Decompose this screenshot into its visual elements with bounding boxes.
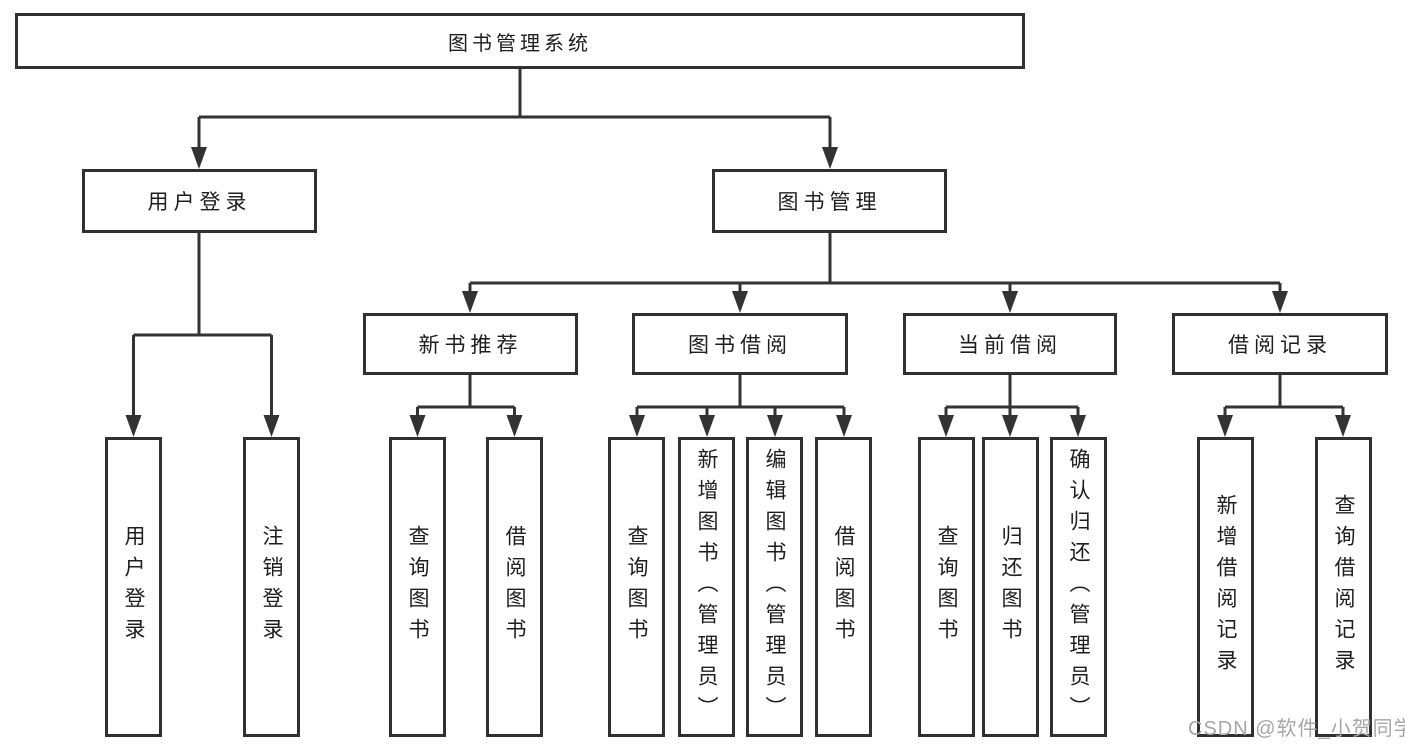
node-book-management: 图书管理 (712, 169, 947, 233)
leaf-label: 查询借阅记录 (1332, 494, 1355, 680)
leaf-label: 确认归还（管理员） (1067, 447, 1090, 727)
connector-root-to-level2 (197, 69, 832, 151)
arrow-down-icon (1002, 415, 1018, 437)
leaf-label: 查询图书 (625, 525, 648, 649)
arrow-down-icon (938, 415, 954, 437)
arrow-down-icon (263, 415, 280, 437)
leaf-label: 查询图书 (406, 525, 429, 649)
leaf-label: 新增图书（管理员） (695, 447, 718, 727)
leaf-cb-confirm-return-admin: 确认归还（管理员） (1050, 437, 1107, 737)
arrow-down-icon (1272, 291, 1288, 313)
node-label: 用户登录 (147, 191, 252, 214)
arrow-down-icon (409, 415, 426, 437)
connector-current-borrow-children (944, 375, 1080, 419)
node-label: 当前借阅 (958, 334, 1062, 357)
connector-book-mgmt-children (468, 233, 1282, 295)
node-book-borrow: 图书借阅 (632, 313, 848, 375)
arrow-down-icon (836, 415, 852, 437)
node-label: 图书借阅 (688, 334, 792, 357)
arrow-down-icon (822, 147, 838, 169)
csdn-watermark: CSDN @软件_小贺同学 (1188, 718, 1405, 740)
leaf-cb-query-books: 查询图书 (918, 437, 975, 737)
arrow-down-icon (732, 291, 748, 313)
node-label: 图书管理 (777, 191, 882, 214)
arrow-down-icon (767, 415, 783, 437)
connector-book-borrow-children (635, 375, 846, 419)
arrow-down-icon (506, 415, 523, 437)
node-user-login: 用户登录 (82, 169, 317, 233)
leaf-label: 注销登录 (260, 525, 283, 649)
leaf-label: 借阅图书 (503, 525, 526, 649)
node-new-book-recommend: 新书推荐 (363, 313, 578, 375)
connector-user-login-children (132, 233, 273, 419)
arrow-down-icon (699, 415, 715, 437)
node-current-borrow: 当前借阅 (903, 313, 1117, 375)
arrow-down-icon (1070, 415, 1086, 437)
leaf-label: 新增借阅记录 (1214, 494, 1237, 680)
node-label: 借阅记录 (1228, 334, 1332, 357)
connector-new-book-rec-children (416, 375, 516, 419)
node-label: 新书推荐 (418, 334, 523, 357)
arrow-down-icon (1217, 415, 1233, 437)
arrow-down-icon (462, 291, 478, 313)
leaf-cb-return-books: 归还图书 (982, 437, 1039, 737)
leaf-nb-borrow-books: 借阅图书 (486, 437, 543, 737)
leaf-br-query-borrow-record: 查询借阅记录 (1315, 437, 1372, 737)
leaf-logout: 注销登录 (243, 437, 300, 737)
leaf-bb-edit-book-admin: 编辑图书（管理员） (746, 437, 803, 737)
leaf-label: 借阅图书 (832, 525, 855, 649)
arrow-down-icon (629, 415, 645, 437)
leaf-br-add-borrow-record: 新增借阅记录 (1197, 437, 1254, 737)
leaf-nb-query-books: 查询图书 (389, 437, 446, 737)
leaf-label: 编辑图书（管理员） (763, 447, 786, 727)
arrow-down-icon (191, 147, 207, 169)
node-library-management-system: 图书管理系统 (15, 13, 1025, 69)
leaf-user-login: 用户登录 (105, 437, 162, 737)
arrow-down-icon (1002, 291, 1018, 313)
arrow-down-icon (1335, 415, 1351, 437)
connector-borrow-records-children (1223, 375, 1345, 419)
leaf-bb-borrow-books: 借阅图书 (815, 437, 872, 737)
leaf-label: 用户登录 (122, 525, 145, 649)
leaf-bb-add-book-admin: 新增图书（管理员） (678, 437, 735, 737)
leaf-label: 查询图书 (935, 525, 958, 649)
node-label: 图书管理系统 (448, 32, 592, 55)
leaf-label: 归还图书 (999, 525, 1022, 649)
leaf-bb-query-books: 查询图书 (608, 437, 665, 737)
arrow-down-icon (125, 415, 142, 437)
node-borrow-records: 借阅记录 (1172, 313, 1388, 375)
